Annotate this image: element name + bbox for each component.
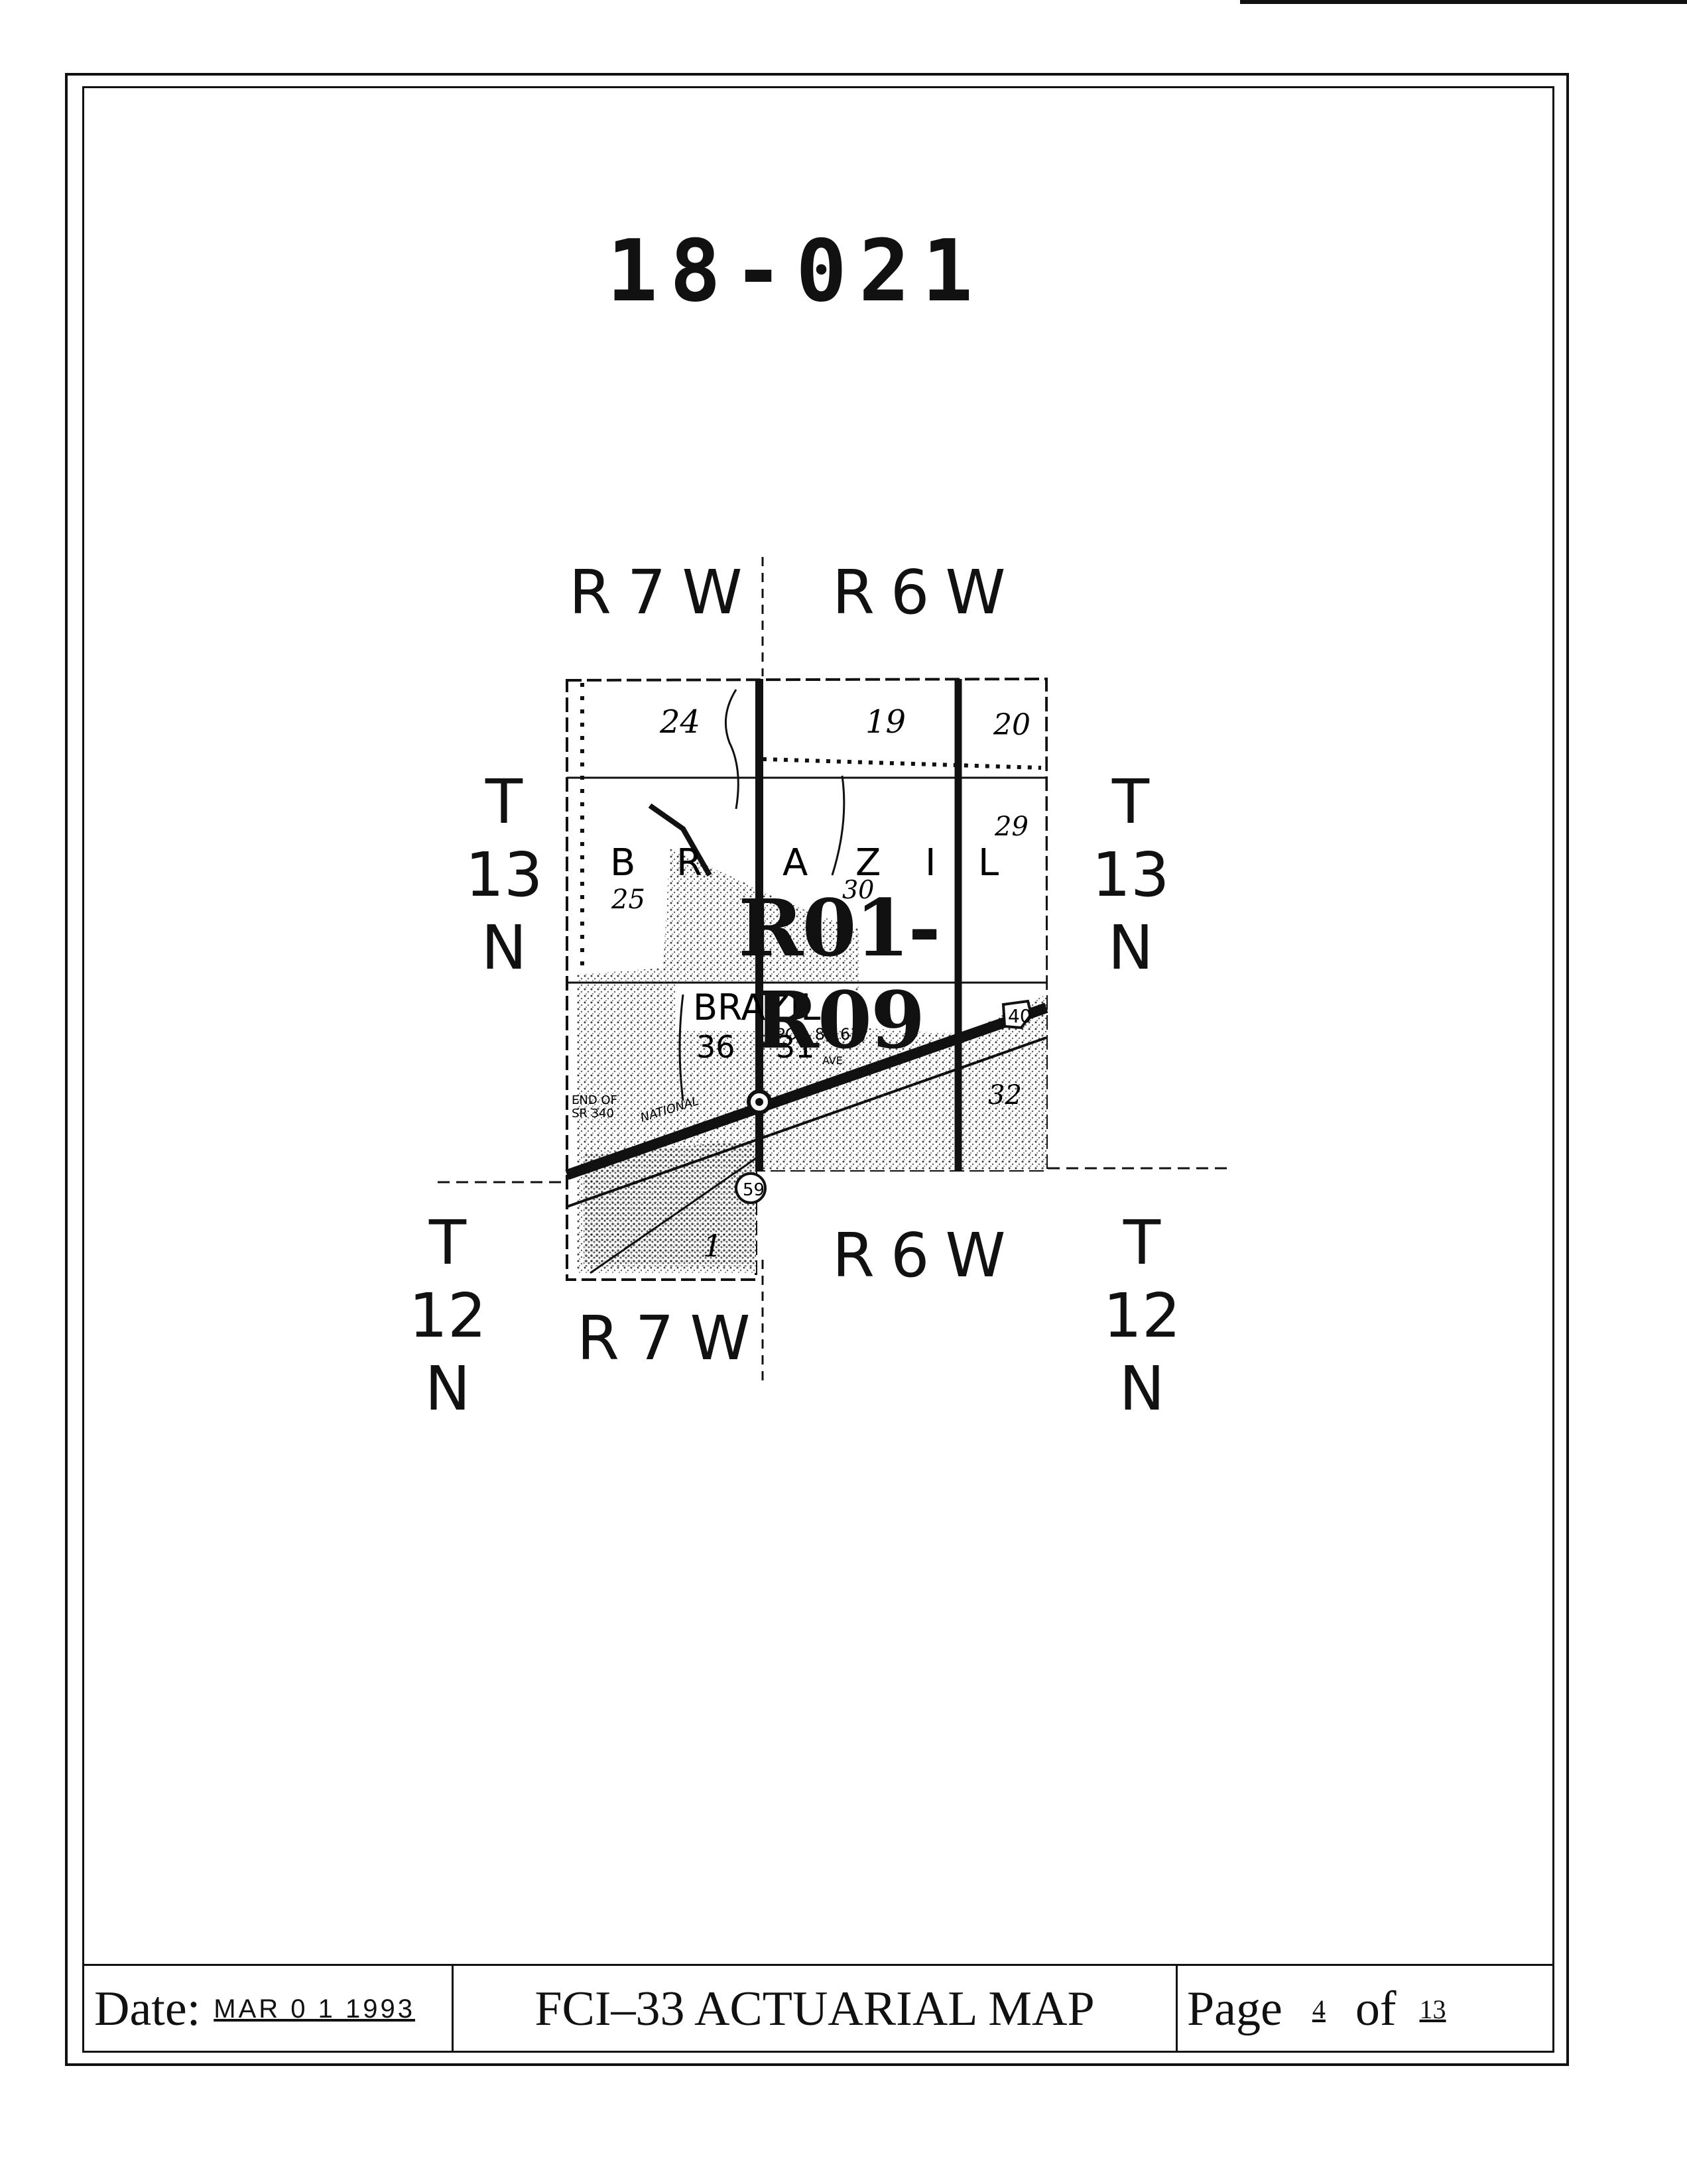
stream: [678, 994, 684, 1101]
footer-title-block: Date: MAR 0 1 1993 FCI–33 ACTUARIAL MAP …: [82, 1964, 1554, 2053]
township-label-lower-left: T 12 N: [408, 1207, 487, 1424]
title-cell: FCI–33 ACTUARIAL MAP: [454, 1966, 1178, 2053]
range-label-top-right: R6W: [832, 557, 1022, 628]
date-label: Date:: [94, 1982, 201, 2036]
township-label-upper-left: T 13 N: [465, 766, 543, 983]
stream: [724, 689, 739, 810]
section-number: 36: [696, 1029, 735, 1065]
section-number: 19: [865, 703, 906, 741]
section-number: 20: [993, 708, 1031, 742]
town-name: BRAZIL: [693, 987, 820, 1028]
section-number: 31: [776, 1029, 815, 1065]
state-route-shield: [735, 1172, 767, 1204]
range-label-top-left: R7W: [569, 557, 759, 628]
us-route-shield: [1001, 999, 1033, 1030]
region-stamp: R01-R09: [738, 882, 940, 1066]
urban-area-south: [584, 1140, 756, 1266]
road-north: [648, 803, 712, 877]
dotted-road: [762, 757, 1042, 770]
stream: [831, 775, 845, 876]
town-letter: Z: [855, 841, 881, 884]
end-of-label: END OF: [572, 1093, 617, 1107]
railroad: [566, 1036, 1047, 1208]
section-number: 25: [611, 884, 645, 915]
range-label-bottom-right: R6W: [832, 1220, 1022, 1291]
outer-frame: [65, 73, 1569, 2066]
top-edge-rule: [1240, 0, 1687, 4]
of-label: of: [1355, 1982, 1397, 2036]
avenue-label: AVE: [822, 1054, 843, 1067]
section-number: 29: [994, 812, 1029, 842]
town-label-area: [676, 985, 855, 1031]
us-route-number: 40: [1008, 1005, 1032, 1027]
range-label-bottom-left: R7W: [577, 1303, 767, 1374]
town-letter: R: [676, 841, 702, 884]
map-title: FCI–33 ACTUARIAL MAP: [534, 1982, 1095, 2036]
end-of-label: SR 340: [572, 1107, 614, 1121]
date-value: MAR 0 1 1993: [214, 1994, 415, 2024]
section-number: 1: [703, 1228, 722, 1264]
town-letter: B: [610, 841, 635, 884]
date-cell: Date: MAR 0 1 1993: [82, 1966, 454, 2053]
township-map: 40 59 24 19 20 25 30 29 36 31 32 1 B R A…: [565, 677, 1048, 1281]
minor-road: [590, 1152, 763, 1274]
page-label: Page: [1187, 1982, 1282, 2036]
town-letter: I: [925, 841, 936, 884]
state-route-number: 59: [743, 1180, 765, 1200]
section-number: 32: [988, 1080, 1022, 1111]
township-label-lower-right: T 12 N: [1103, 1207, 1181, 1424]
junction-marker-center: [755, 1098, 763, 1106]
total-pages: 13: [1419, 1994, 1446, 2024]
inner-frame: [82, 86, 1554, 2053]
page-cell: Page 4 of 13: [1178, 1966, 1554, 2053]
town-letter: A: [782, 841, 808, 884]
section-number: 24: [659, 703, 700, 741]
town-letter: L: [978, 841, 999, 884]
map-id: 18-021: [606, 222, 985, 321]
section-number: 30: [842, 875, 874, 904]
national-road: [565, 1002, 1048, 1180]
page-number: 4: [1312, 1994, 1326, 2024]
township-label-upper-right: T 13 N: [1092, 766, 1170, 983]
population-label: (POP. 8,163): [769, 1025, 867, 1044]
